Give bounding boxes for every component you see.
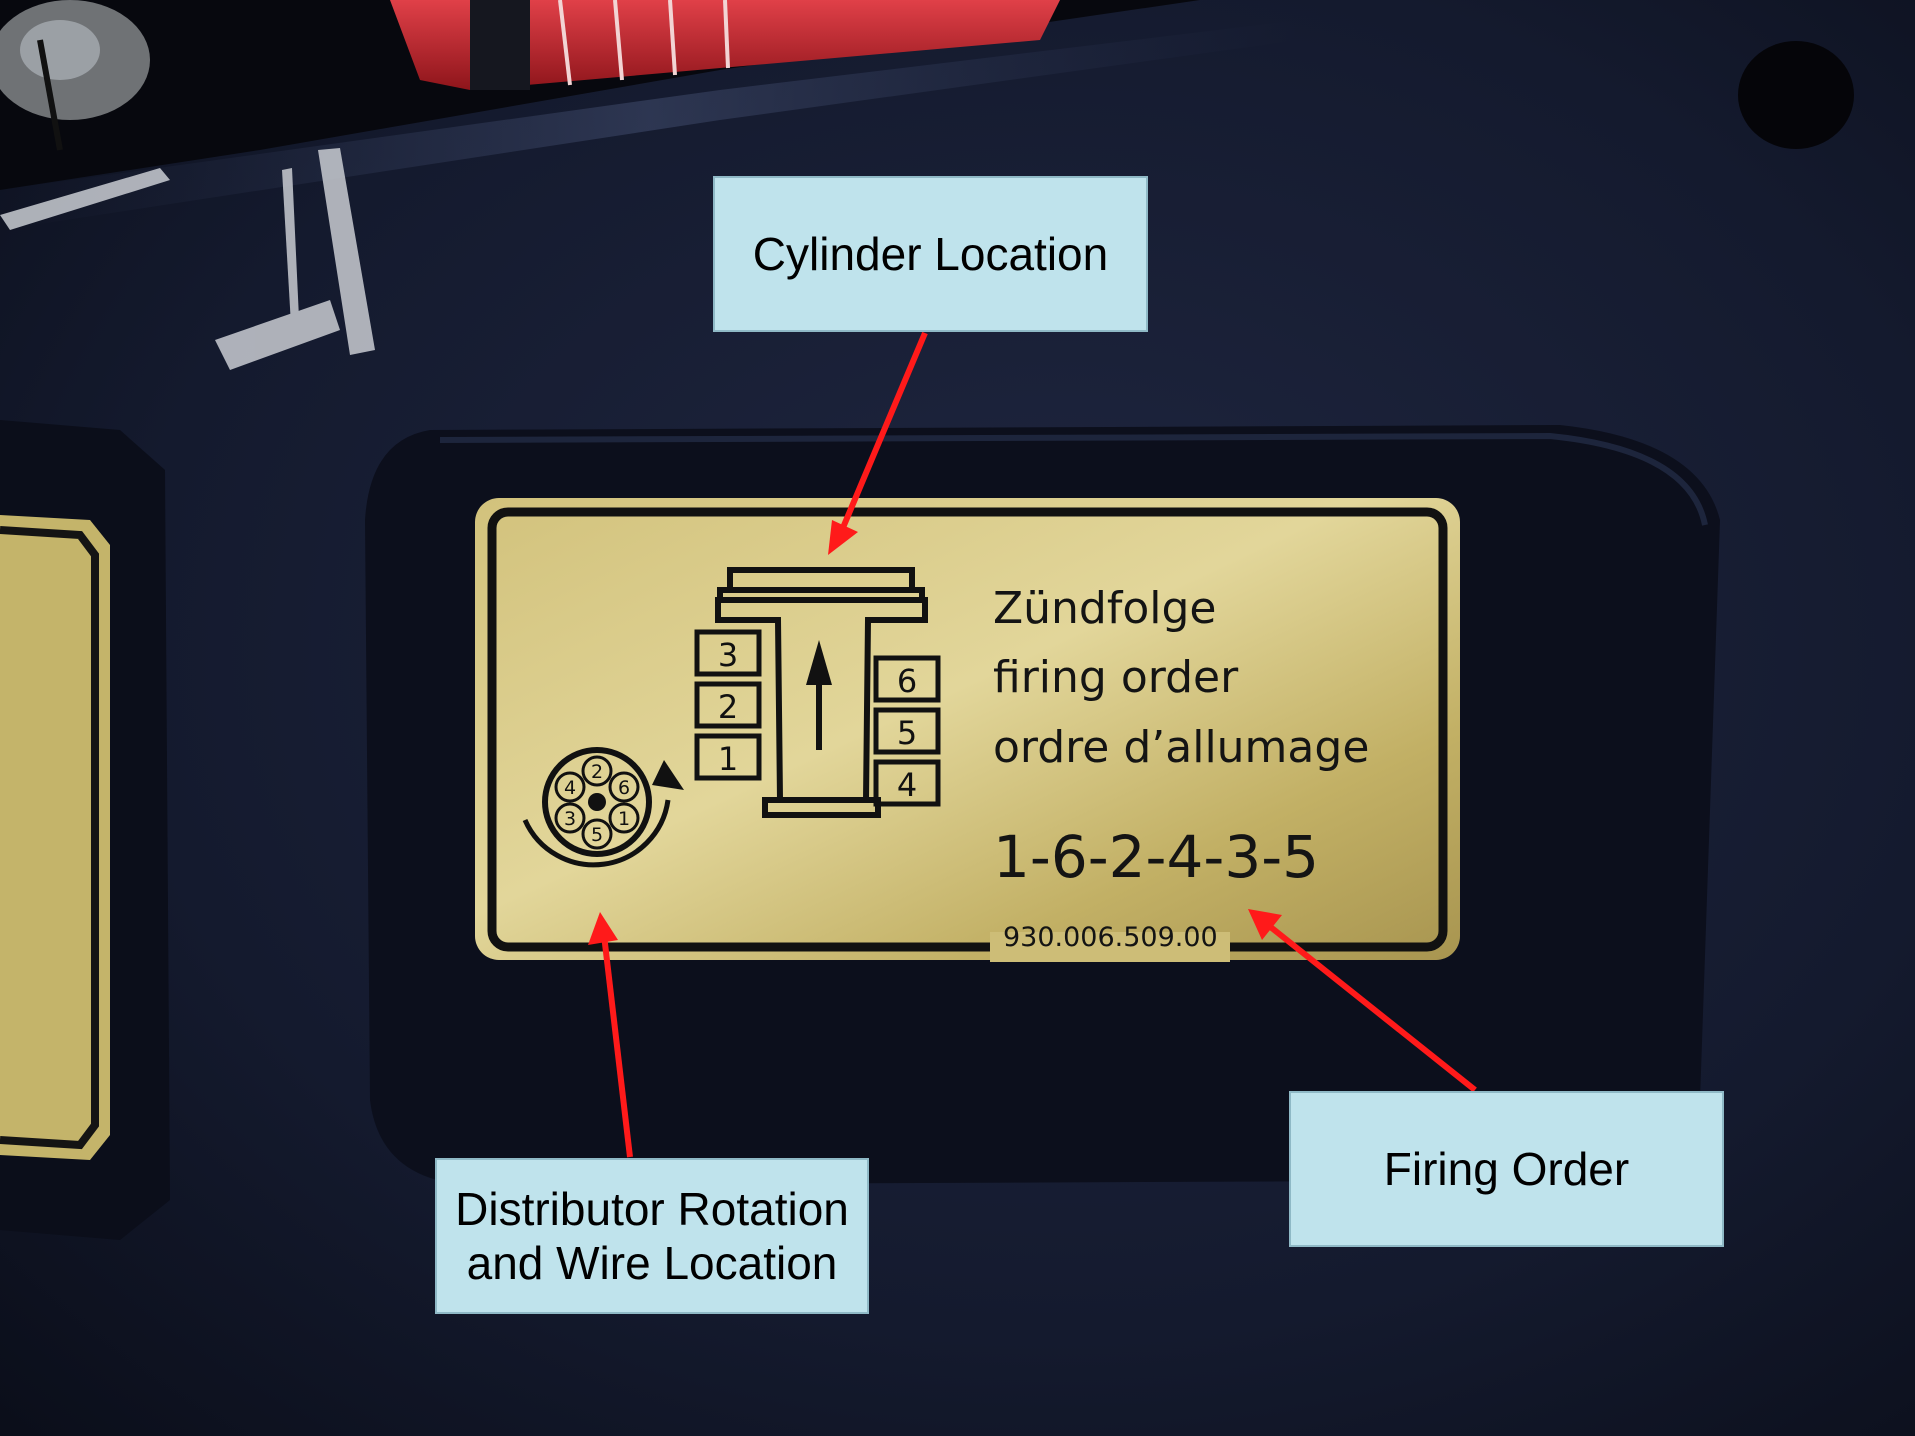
cylinder-location-callout: Cylinder Location (713, 176, 1148, 332)
direction-arrow-icon (806, 640, 832, 750)
distributor-arrow (601, 934, 633, 1158)
firing-order-arrow (1266, 922, 1477, 1093)
cylinder-bank-right (873, 655, 941, 807)
heading-german: Zündfolge (993, 583, 1216, 634)
distributor-cap-icon: 2 6 1 5 3 4 (522, 747, 684, 868)
cylinder-5-label: 5 (897, 714, 917, 752)
distributor-wire-6: 6 (618, 777, 630, 799)
cylinder-1-label: 1 (718, 740, 738, 778)
part-number: 930.006.509.00 (1003, 922, 1218, 953)
paint-scratches (0, 148, 375, 370)
engine-diagram-icon (715, 567, 928, 818)
cylinder-location-arrow (839, 331, 928, 532)
cylinder-3-label: 3 (718, 636, 738, 674)
distributor-wire-2: 2 (591, 761, 603, 783)
firing-order-plate: 3 2 1 6 5 4 2 6 1 5 3 (475, 498, 1460, 962)
heading-french: ordre d’allumage (993, 722, 1369, 773)
firing-order-callout: Firing Order (1289, 1091, 1724, 1247)
distributor-wire-1: 1 (618, 808, 630, 830)
cylinder-6-label: 6 (897, 662, 917, 700)
distributor-label-line1: Distributor Rotation (455, 1183, 849, 1235)
distributor-wire-4: 4 (564, 777, 576, 799)
mounting-hole (1738, 41, 1854, 149)
callout-arrows (588, 331, 1477, 1158)
distributor-label-line2: and Wire Location (466, 1237, 838, 1289)
distributor-wire-3: 3 (564, 808, 576, 830)
firing-order-label: Firing Order (1383, 1143, 1630, 1195)
rotation-arrow-icon (522, 799, 671, 868)
heading-english: firing order (993, 652, 1239, 703)
red-hose (390, 0, 1060, 90)
left-recess (0, 420, 170, 1240)
engine-component-top-left (0, 0, 150, 151)
cylinder-bank-left (694, 629, 762, 781)
distributor-rotation-callout: Distributor Rotation and Wire Location (435, 1158, 869, 1314)
cylinder-2-label: 2 (718, 688, 738, 726)
cylinder-4-label: 4 (897, 766, 917, 804)
distributor-wire-5: 5 (591, 824, 603, 846)
firing-order-sequence: 1-6-2-4-3-5 (993, 823, 1319, 891)
cylinder-location-label: Cylinder Location (752, 228, 1109, 280)
